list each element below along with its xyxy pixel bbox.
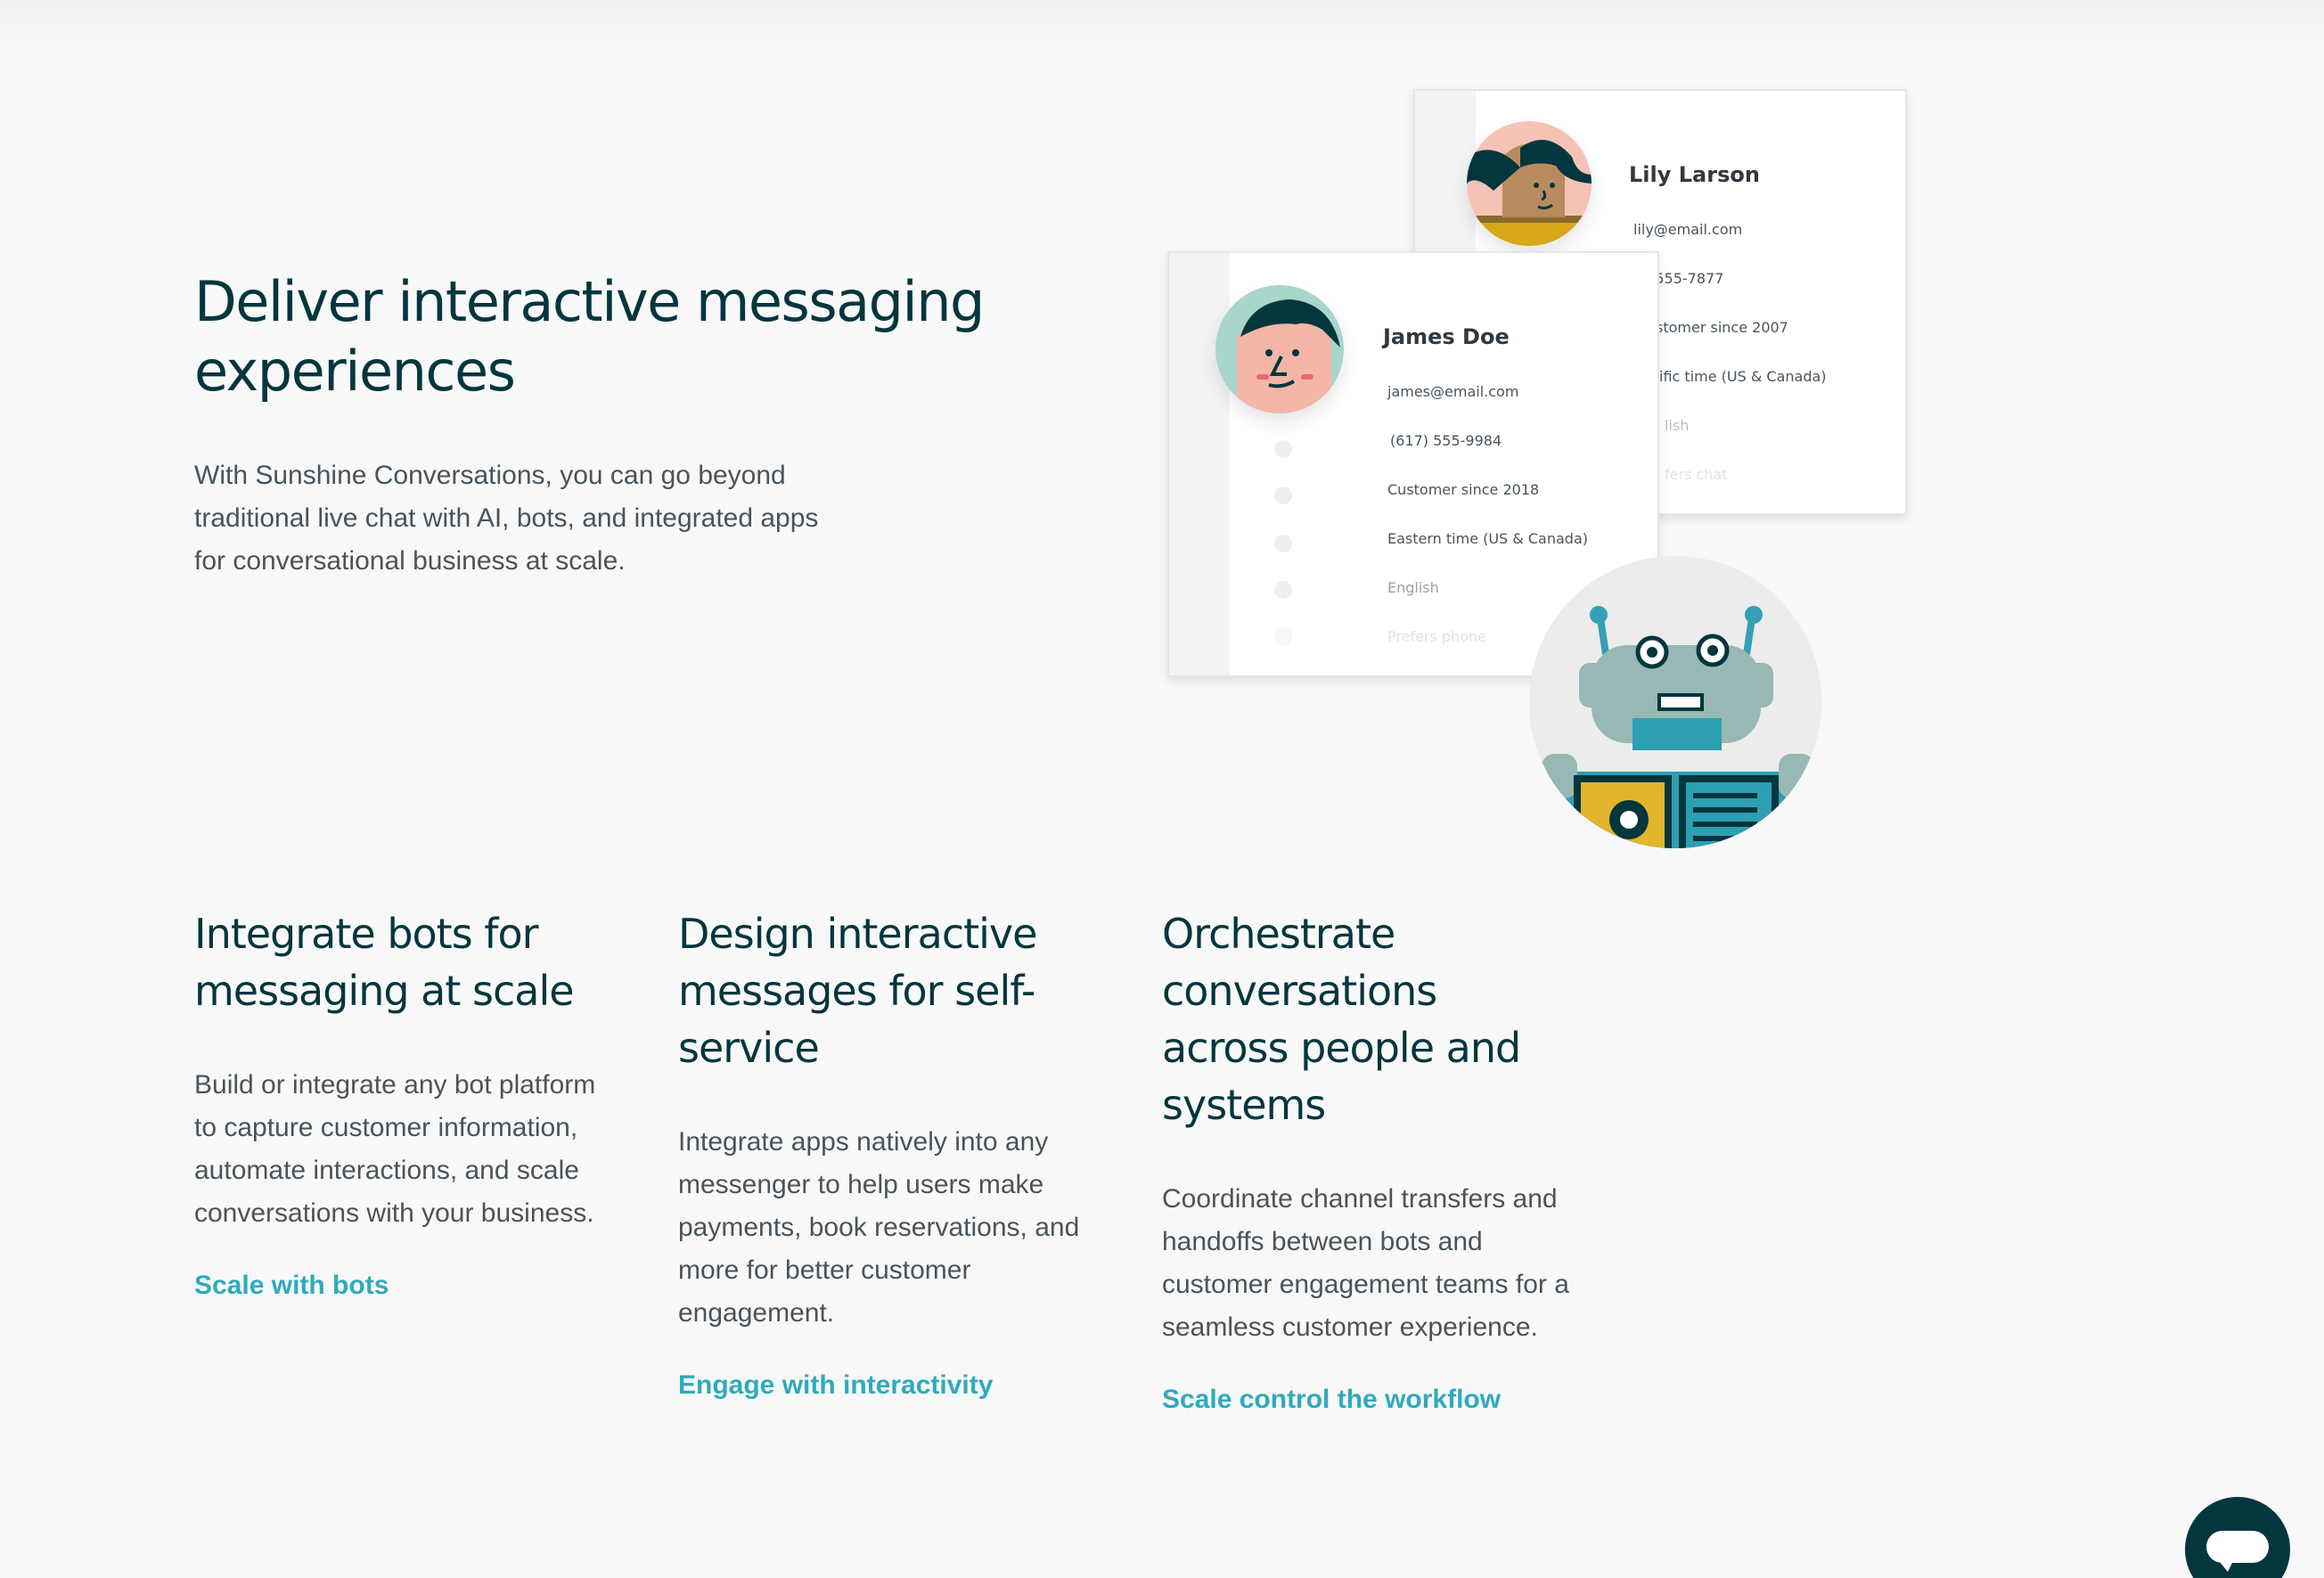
james-avatar	[1215, 285, 1344, 413]
timeline-dot	[1274, 535, 1292, 552]
robot-illustration	[1529, 556, 1821, 848]
customer-email: lily@email.com	[1633, 221, 1743, 238]
timeline-dot	[1274, 627, 1292, 645]
feature-title: Integrate bots for messaging at scale	[194, 910, 575, 1015]
customer-language: English	[1387, 579, 1439, 596]
hero-description: With Sunshine Conversations, you can go …	[194, 461, 819, 576]
timeline-dot	[1274, 581, 1292, 599]
feature-interactive-messages: Design interactive messages for self-ser…	[678, 905, 1088, 1401]
feature-title: Orchestrate conversations across people …	[1162, 910, 1521, 1129]
chat-launcher-button[interactable]	[2185, 1497, 2290, 1578]
feature-title: Design interactive messages for self-ser…	[678, 910, 1037, 1072]
feature-orchestrate: Orchestrate conversations across people …	[1162, 905, 1572, 1415]
scale-control-workflow-link[interactable]: Scale control the workflow	[1162, 1385, 1502, 1414]
customer-language: lish	[1665, 417, 1690, 434]
feature-bots: Integrate bots for messaging at scale Bu…	[194, 905, 604, 1301]
customer-preference: fers chat	[1665, 466, 1728, 483]
card-rail	[1169, 253, 1230, 675]
engage-with-interactivity-link[interactable]: Engage with interactivity	[678, 1370, 994, 1400]
chat-bubble-icon	[2206, 1531, 2269, 1572]
feature-description: Build or integrate any bot platform to c…	[194, 1070, 596, 1228]
top-header-shadow	[0, 0, 2324, 62]
customer-since: stomer since 2007	[1656, 319, 1788, 336]
customer-since: Customer since 2018	[1387, 481, 1540, 498]
customer-preference: Prefers phone	[1387, 628, 1486, 645]
customer-name: Lily Larson	[1629, 162, 1760, 187]
timeline-dot	[1274, 440, 1292, 458]
feature-description: Integrate apps natively into any messeng…	[678, 1127, 1080, 1328]
scale-with-bots-link[interactable]: Scale with bots	[194, 1271, 389, 1300]
hero-title: Deliver interactive messaging experience…	[194, 269, 985, 404]
customer-timezone: Eastern time (US & Canada)	[1387, 530, 1589, 547]
feature-description: Coordinate channel transfers and handoff…	[1162, 1184, 1569, 1342]
customer-name: James Doe	[1383, 324, 1510, 349]
customer-phone: (617) 555-9984	[1390, 432, 1502, 449]
customer-phone: ) 555-7877	[1645, 270, 1724, 287]
timeline-dot	[1274, 486, 1292, 504]
lily-avatar	[1467, 121, 1592, 246]
customer-timezone: ific time (US & Canada)	[1659, 368, 1827, 385]
customer-email: james@email.com	[1387, 383, 1519, 400]
